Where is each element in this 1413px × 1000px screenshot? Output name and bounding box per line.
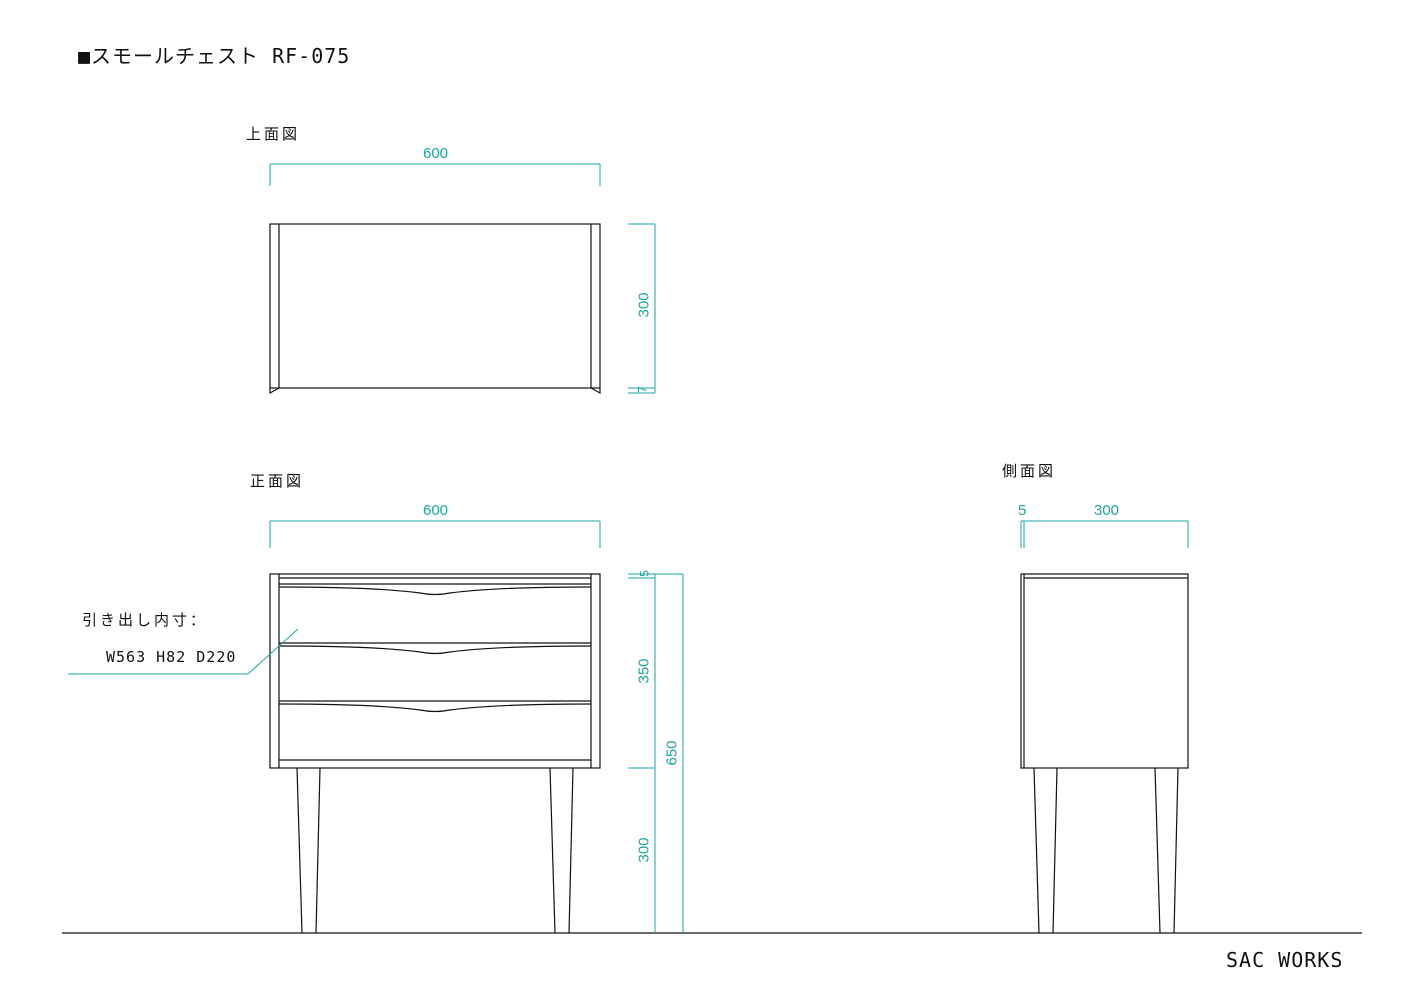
front-view-drawer-3	[278, 700, 592, 713]
side-view-left-leg	[1033, 767, 1058, 934]
side-view-cabinet	[1020, 573, 1189, 769]
drawer-inner-size-label: 引き出し内寸：	[82, 611, 209, 629]
drawer-note-leader	[68, 628, 299, 675]
side-view-depth-dim: 300	[1094, 502, 1120, 519]
drawing-title: ■スモールチェスト RF-075	[78, 44, 351, 68]
front-view-drawer-1	[278, 583, 592, 596]
side-view-label: 側面図	[1002, 462, 1057, 480]
side-view-right-leg	[1154, 767, 1179, 934]
front-view-width-dimension-line	[269, 520, 601, 548]
side-view-back-gap-dim: 5	[1018, 502, 1027, 519]
front-view-label: 正面図	[250, 472, 305, 490]
front-view-cabinet	[269, 573, 601, 769]
front-view-right-leg	[549, 767, 574, 934]
front-view-width-dim: 600	[423, 502, 449, 519]
top-view-width-dimension-line	[269, 163, 601, 186]
top-view-outline	[269, 223, 601, 395]
front-view-height-dimension-lines	[628, 573, 684, 933]
brand-name: SAC WORKS	[1226, 948, 1344, 972]
front-view-left-leg	[296, 767, 321, 934]
top-view-label: 上面図	[246, 125, 301, 143]
drawer-inner-size-value: W563 H82 D220	[106, 648, 237, 666]
top-view-depth-dimension-line	[628, 223, 656, 394]
side-view-dimension-lines	[1020, 520, 1189, 548]
front-view-drawer-2	[278, 642, 592, 655]
top-view-width-dim: 600	[423, 145, 449, 162]
